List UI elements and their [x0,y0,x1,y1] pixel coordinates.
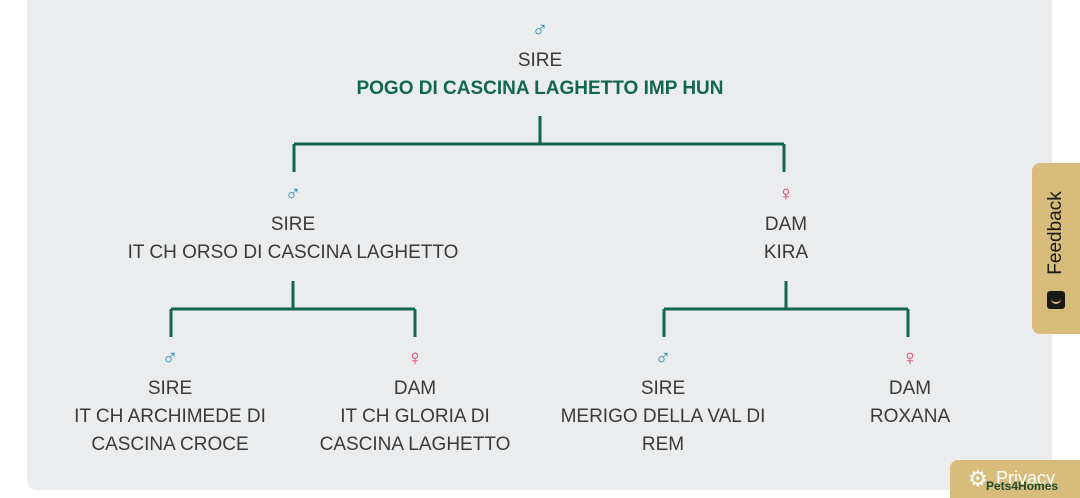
male-icon: ♂ [654,345,672,370]
root-name: POGO DI CASCINA LAGHETTO IMP HUN [356,78,724,99]
male-icon: ♂ [161,345,179,370]
gen1-dam-role: DAM [764,214,808,235]
feedback-label: Feedback [1045,191,1066,275]
male-icon: ♂ [284,181,302,206]
brand-logo: Pets4Homes [986,479,1059,493]
connector-root [292,116,786,172]
gen1-sire-node: ♂ SIRE IT CH ORSO DI CASCINA LAGHETTO [113,181,473,267]
feedback-tab[interactable]: Feedback [1032,163,1080,334]
gen2-sire-sire-role: SIRE [147,378,193,399]
gen2-sire-dam-node: ♀ DAM IT CH GLORIA DI CASCINA LAGHETTO [305,345,525,459]
female-icon: ♀ [777,181,795,206]
gen2-sire-sire-node: ♂ SIRE IT CH ARCHIMEDE DI CASCINA CROCE [60,345,280,459]
female-icon: ♀ [406,345,424,370]
connector-right [662,281,910,337]
gen2-sire-dam-name-line2: CASCINA LAGHETTO [319,434,511,455]
gen1-sire-name: IT CH ORSO DI CASCINA LAGHETTO [127,242,459,263]
gen2-dam-sire-name-line2: REM [641,434,685,455]
gen2-dam-sire-role: SIRE [640,378,686,399]
male-icon: ♂ [531,17,549,42]
smile-icon [1047,291,1065,309]
gen2-sire-dam-name-line1: IT CH GLORIA DI [340,406,490,427]
gen2-dam-sire-node: ♂ SIRE MERIGO DELLA VAL DI REM [553,345,773,459]
gen2-sire-dam-role: DAM [393,378,437,399]
gen1-sire-role: SIRE [270,214,316,235]
gen1-dam-node: ♀ DAM KIRA [686,181,886,267]
root-role: SIRE [517,50,563,71]
gen1-dam-name: KIRA [763,242,809,263]
female-icon: ♀ [901,345,919,370]
gen2-sire-sire-name-line2: CASCINA CROCE [91,434,249,455]
connector-left [169,281,417,337]
gen2-dam-dam-name-line1: ROXANA [869,406,951,427]
root-node: ♂ SIRE POGO DI CASCINA LAGHETTO IMP HUN [340,17,740,103]
gen2-sire-sire-name-line1: IT CH ARCHIMEDE DI [74,406,266,427]
gen2-dam-dam-node: ♀ DAM ROXANA [830,345,990,431]
gen2-dam-dam-role: DAM [888,378,932,399]
gen2-dam-sire-name-line1: MERIGO DELLA VAL DI [560,406,766,427]
privacy-label: Privacy [996,468,1056,488]
privacy-button[interactable]: ⚙ Privacy Pets4Homes [950,460,1080,498]
gear-icon: ⚙ [968,466,988,491]
pedigree-panel [27,0,1052,490]
